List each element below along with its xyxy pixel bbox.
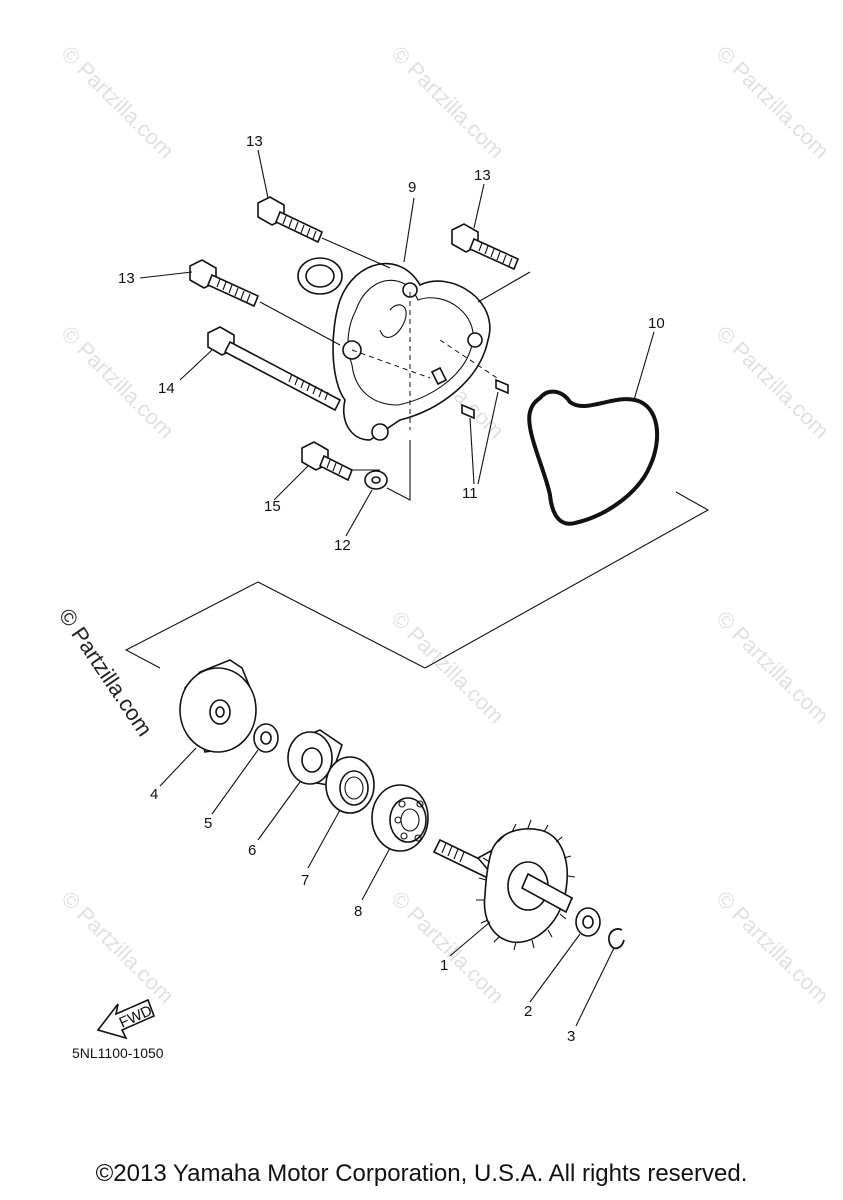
watermark-text: © Partzilla.com <box>711 41 834 164</box>
callout-14: 14 <box>158 380 175 397</box>
callout-12: 12 <box>334 537 351 554</box>
watermark-text: © Partzilla.com <box>386 41 509 164</box>
callout-leaders <box>139 149 655 1027</box>
callout-9: 9 <box>408 179 416 196</box>
seal-7 <box>325 756 375 814</box>
callout-13-left: 13 <box>118 270 135 287</box>
watermark-grid: © Partzilla.com © Partzilla.com © Partzi… <box>56 41 834 1009</box>
callout-13-top: 13 <box>246 133 263 150</box>
callout-10: 10 <box>648 315 665 332</box>
watermark-primary: © Partzilla.com <box>54 604 158 741</box>
watermark-text: © Partzilla.com <box>711 606 834 729</box>
callout-3: 3 <box>567 1028 575 1045</box>
bolt-14-long <box>207 326 342 412</box>
callout-15: 15 <box>264 498 281 515</box>
callout-1: 1 <box>440 957 448 974</box>
pump-housing <box>297 257 491 441</box>
fwd-label: FWD <box>117 1002 155 1031</box>
diagram-code: 5NL1100-1050 <box>72 1045 164 1061</box>
callout-2: 2 <box>524 1003 532 1020</box>
fwd-arrow-icon: FWD <box>96 998 156 1040</box>
callout-labels: 13 13 13 9 10 14 11 15 12 4 5 6 7 8 1 2 … <box>118 133 665 1045</box>
bearing-8 <box>371 784 429 852</box>
assembly-frame <box>124 491 710 669</box>
callout-11: 11 <box>462 485 478 502</box>
callout-8: 8 <box>354 903 362 920</box>
callout-6: 6 <box>248 842 256 859</box>
callout-13-right: 13 <box>474 167 491 184</box>
bolt-13-top <box>257 196 324 244</box>
washer-2 <box>575 907 601 937</box>
watermark-text: © Partzilla.com <box>56 886 179 1009</box>
bolt-15-short <box>301 441 354 482</box>
watermark-text: © Partzilla.com <box>711 886 834 1009</box>
watermark-text: © Partzilla.com <box>711 321 834 444</box>
callout-7: 7 <box>301 872 309 889</box>
watermark-text: © Partzilla.com <box>386 606 509 729</box>
copyright-footer: ©2013 Yamaha Motor Corporation, U.S.A. A… <box>95 1160 748 1187</box>
impeller-shaft-gear <box>432 819 576 951</box>
washer-12 <box>364 470 388 490</box>
impeller <box>179 659 257 753</box>
dowel-pins <box>461 378 509 420</box>
bolt-13-left <box>189 259 260 308</box>
circlip-3 <box>608 928 625 950</box>
callout-5: 5 <box>204 815 212 832</box>
bolt-13-right <box>451 223 520 271</box>
callout-4: 4 <box>150 786 158 803</box>
seal-5 <box>253 723 279 753</box>
leader-lines-upper <box>259 237 531 501</box>
o-ring <box>527 389 660 526</box>
watermark-text: © Partzilla.com <box>56 41 179 164</box>
